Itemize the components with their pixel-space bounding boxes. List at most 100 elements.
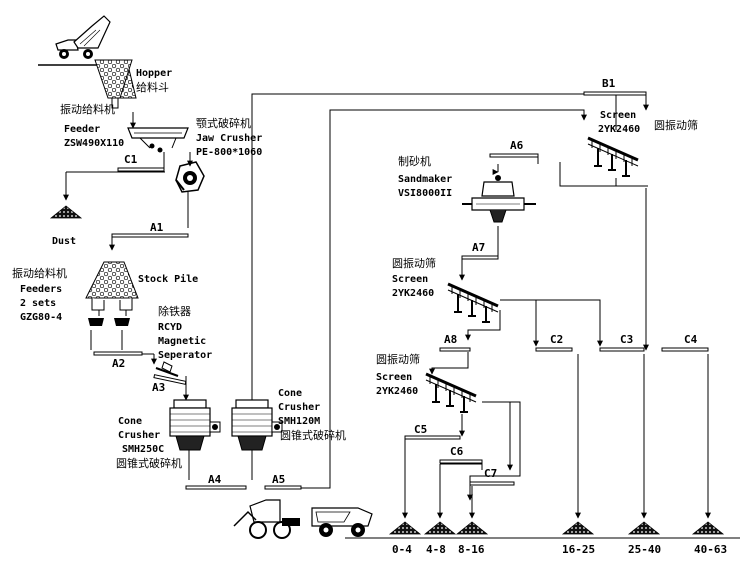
pile-16-25-icon <box>562 521 594 535</box>
screen-1-icon <box>586 136 640 178</box>
conveyor-a5 <box>264 485 302 490</box>
magnetic-label-2: Magnetic <box>158 336 207 347</box>
stock-pile-icon <box>85 261 139 311</box>
conveyor-label-c6: C6 <box>450 445 464 458</box>
screen2-label-en: Screen <box>392 274 429 285</box>
pile-40-63-icon <box>692 521 724 535</box>
conveyor-label-c1: C1 <box>124 153 138 166</box>
conveyor-c6 <box>439 459 483 464</box>
conveyors <box>93 91 709 490</box>
conveyor-c1 <box>117 167 165 172</box>
magnetic-label-1: RCYD <box>158 322 183 333</box>
dump-truck-icon <box>55 15 111 59</box>
cone2-model: SMH120M <box>278 416 321 427</box>
conveyor-a3 <box>153 374 187 385</box>
conveyor-label-c3: C3 <box>620 333 634 346</box>
conveyor-label-a2: A2 <box>112 357 126 370</box>
mining-truck-icon <box>311 507 373 537</box>
product-label-8-16: 8-16 <box>458 543 485 556</box>
screen-2-icon <box>446 282 500 324</box>
feeders-icon <box>88 318 130 326</box>
hopper-label-en: Hopper <box>136 68 173 79</box>
loader-icon <box>233 499 300 539</box>
cone1-label-cn: 圆锥式破碎机 <box>116 457 182 470</box>
product-label-16-25: 16-25 <box>562 543 596 556</box>
conveyor-a1 <box>111 233 189 238</box>
screen1-model: 2YK2460 <box>598 124 641 135</box>
cone2-label-1: Cone <box>278 388 303 399</box>
pile-4-8-icon <box>424 521 456 535</box>
conveyor-a8 <box>439 347 471 352</box>
product-label-25-40: 25-40 <box>628 543 662 556</box>
jaw-crusher-icon <box>175 161 205 193</box>
feeder-label-cn: 振动给料机 <box>60 103 115 116</box>
screen3-label-en: Screen <box>376 372 413 383</box>
jaw-crusher-label-cn: 颚式破碎机 <box>196 117 251 130</box>
conveyor-label-a6: A6 <box>510 139 524 152</box>
magnetic-separator-icon <box>155 361 179 377</box>
cone2-label-cn: 圆锥式破碎机 <box>280 429 346 442</box>
screen3-label-cn: 圆振动筛 <box>376 353 420 366</box>
stock-pile-label: Stock Pile <box>138 274 199 285</box>
hopper-label-cn: 给料斗 <box>136 81 169 94</box>
feeder-label-en: Feeder <box>64 124 101 135</box>
conveyor-label-a3: A3 <box>152 381 166 394</box>
magnetic-label-cn: 除铁器 <box>158 305 191 318</box>
sandmaker-label-cn: 制砂机 <box>398 155 431 168</box>
dust-pile-icon <box>50 205 82 219</box>
screen1-label-en: Screen <box>600 110 637 121</box>
pile-0-4-icon <box>389 521 421 535</box>
feeders-count: 2 sets <box>20 298 57 309</box>
sandmaker-model: VSI8000II <box>398 188 453 199</box>
product-label-40-63: 40-63 <box>694 543 728 556</box>
conveyor-c7 <box>469 481 515 486</box>
screen1-label-cn: 圆振动筛 <box>654 119 698 132</box>
conveyor-c3 <box>599 347 645 352</box>
conveyor-label-a5: A5 <box>272 473 286 486</box>
sandmaker-icon <box>462 175 536 223</box>
conveyor-label-a8: A8 <box>444 333 458 346</box>
feeders-label-en: Feeders <box>20 284 63 295</box>
product-piles <box>389 521 724 535</box>
conveyor-c4 <box>661 347 709 352</box>
conveyor-label-a7: A7 <box>472 241 486 254</box>
cone1-label-2: Crusher <box>118 430 161 441</box>
cone2-label-2: Crusher <box>278 402 321 413</box>
conveyor-label-c2: C2 <box>550 333 564 346</box>
conveyor-a2 <box>93 351 143 356</box>
magnetic-label-3: Seperator <box>158 350 213 361</box>
hopper-icon <box>38 59 137 109</box>
conveyor-c2 <box>535 347 573 352</box>
cone1-label-1: Cone <box>118 416 143 427</box>
conveyor-a4 <box>185 485 247 490</box>
conveyor-a7 <box>461 255 499 260</box>
sandmaker-label-en: Sandmaker <box>398 174 453 185</box>
screen2-label-cn: 圆振动筛 <box>392 257 436 270</box>
conveyor-c5 <box>404 435 461 440</box>
feeder-model: ZSW490X110 <box>64 138 125 149</box>
conveyor-a6 <box>489 153 539 158</box>
product-label-4-8: 4-8 <box>426 543 446 556</box>
screen-3-icon <box>424 372 478 414</box>
pile-8-16-icon <box>456 521 488 535</box>
feeders-label-cn: 振动给料机 <box>12 267 67 280</box>
cone-crusher-smh250c-icon <box>169 399 221 451</box>
cone1-model: SMH250C <box>122 444 165 455</box>
feeders-model: GZG80-4 <box>20 312 63 323</box>
jaw-crusher-label-en: Jaw Crusher <box>196 133 263 144</box>
dust-label: Dust <box>52 236 77 247</box>
cone-crusher-smh120m-icon <box>231 399 283 451</box>
conveyor-label-c5: C5 <box>414 423 428 436</box>
jaw-crusher-model: PE-800*1060 <box>196 147 263 158</box>
vibrating-feeder-icon <box>127 127 189 153</box>
conveyor-label-b1: B1 <box>602 77 616 90</box>
conveyor-label-c4: C4 <box>684 333 698 346</box>
product-label-0-4: 0-4 <box>392 543 412 556</box>
screen3-model: 2YK2460 <box>376 386 419 397</box>
conveyor-label-c7: C7 <box>484 467 498 480</box>
conveyor-b1 <box>583 91 647 96</box>
pile-25-40-icon <box>628 521 660 535</box>
conveyor-label-a4: A4 <box>208 473 222 486</box>
